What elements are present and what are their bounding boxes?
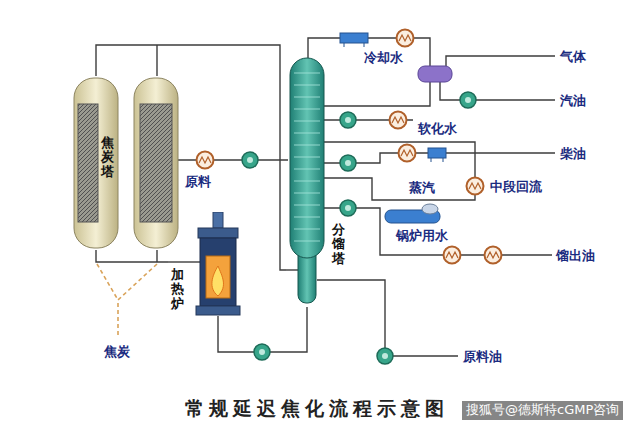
diagram-title: 常规延迟焦化流程示意图 [185,397,449,421]
heat-exchangers [197,30,502,264]
stream-label: 中段回流 [490,179,542,195]
label-slot: 柴油 [560,146,586,162]
watermark: 搜狐号@德斯特cGMP咨询 [462,401,623,420]
stream-label: 锅炉用水 [396,228,448,244]
stream-label: 焦炭 [104,344,130,360]
separator-drum [418,66,452,82]
label-slot: 软化水 [418,121,457,137]
label-slot: 焦炭 [104,344,130,360]
fractionator: 分馏塔 [286,55,360,307]
pipe-lines [157,38,555,356]
label-slot: 锅炉用水 [396,228,448,244]
fractionator-shape [286,55,360,307]
stream-label: 柴油 [560,146,586,162]
label-slot: 搜狐号@德斯特cGMP咨询 [462,401,623,420]
node-label: 加热炉 [171,268,184,311]
node-label: 分馏塔 [332,223,345,266]
stream-label: 气体 [560,49,586,65]
label-slot: 冷却水 [364,50,403,66]
heating-furnace: 加热炉 [168,212,244,316]
stream-label: 软化水 [418,121,457,137]
label-slot: 气体 [560,49,586,65]
coke-drum: 焦炭塔 [72,76,120,250]
stream-label: 原料油 [463,349,502,365]
stream-label: 馏出油 [556,248,595,264]
label-slot: 中段回流 [490,179,542,195]
label-slot: 馏出油 [556,248,595,264]
label-slot: 汽油 [560,93,586,109]
second-coke-drum [134,78,178,248]
stream-label: 原料 [185,174,211,190]
stream-label: 蒸汽 [409,180,435,196]
stream-label: 汽油 [560,93,586,109]
steam-drum [385,204,440,223]
pipe-connector [96,250,168,262]
label-slot: 蒸汽 [409,180,435,196]
title-slot: 常规延迟焦化流程示意图 [185,397,449,421]
node-label: 焦炭塔 [101,136,114,179]
pipe-connector [96,45,286,270]
stream-label: 冷却水 [364,50,403,66]
label-slot: 原料 [185,174,211,190]
coke-discharge [97,264,157,338]
pumps [242,92,476,364]
air-coolers [340,33,446,162]
label-slot: 原料油 [463,349,502,365]
